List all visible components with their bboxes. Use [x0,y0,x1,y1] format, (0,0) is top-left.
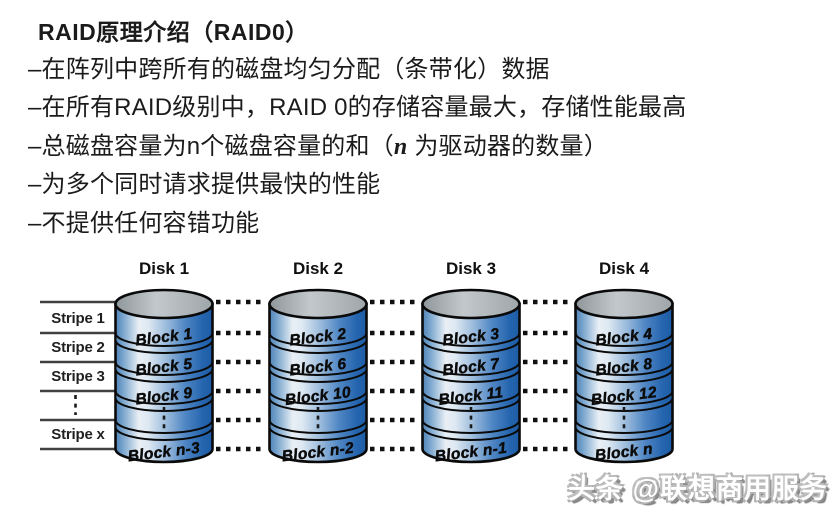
bullet-math: n [393,133,408,160]
disk-1-band-separator [114,361,214,383]
disk-3-band-separator [421,332,521,354]
bullet-text: –不提供任何容错功能 [28,209,260,237]
stripe-1-label: Stripe 1 [51,310,104,327]
bullet-text: –总磁盘容量为n个磁盘容量的和（ [28,132,394,160]
disk-1-band-separator [114,332,214,354]
disk-3-band-separator [421,390,521,412]
bullet-line: –总磁盘容量为n个磁盘容量的和（n 为驱动器的数量） [28,128,686,166]
disk-3-label: Disk 3 [446,259,496,278]
disk-4-band-separator [574,361,674,383]
raid0-striping-diagram: Stripe 1 Stripe 2 Stripe 3 Stripe x Disk… [40,259,674,466]
disk-2-band-separator [268,361,368,383]
bullet-line: –在阵列中跨所有的磁盘均匀分配（条带化）数据 [28,51,686,89]
disk-3-band-separator [421,361,521,383]
stripe-2-label: Stripe 2 [51,339,104,356]
disk-4: Disk 4 Block 4 Block 8 Block 12 Block n [574,259,674,465]
watermark: 头条 @联想商用服务 [568,474,828,504]
disk-2: Disk 2 Block 2 Block 6 Block 10 Block n-… [268,259,368,466]
bullet-line: –不提供任何容错功能 [28,205,686,243]
disk-1-band-separator [114,419,214,441]
disk-3-band-separator [421,419,521,441]
disk-2-band-separator [268,390,368,412]
disk-3-top-cap [421,288,521,320]
disk-2-label: Disk 2 [293,259,343,278]
disk-1-band-separator [114,390,214,412]
bullet-text: –在所有RAID级别中，RAID 0的存储容量最大，存储性能最高 [28,94,687,122]
disk-4-band-separator [574,332,674,354]
disk-4-band-separator [574,390,674,412]
disk-2-block-label: Block 6 [288,356,347,380]
bullet-list: –在阵列中跨所有的磁盘均匀分配（条带化）数据 –在所有RAID级别中，RAID … [28,51,686,243]
disk-2-band-separator [268,419,368,441]
bullet-line: –在所有RAID级别中，RAID 0的存储容量最大，存储性能最高 [28,89,686,127]
disk-2-top-cap [268,288,368,320]
page-title: RAID原理介绍（RAID0） [38,19,309,45]
disk-1-top-cap [114,288,214,320]
disk-1: Disk 1 Block 1 Block 5 Block 9 Block n-3 [114,259,214,466]
bullet-text: 为驱动器的数量） [407,132,608,160]
bullet-text: –在阵列中跨所有的磁盘均匀分配（条带化）数据 [28,56,550,83]
disk-4-top-cap [574,288,674,320]
disk-4-label: Disk 4 [599,259,650,278]
stripe-connector-dots [216,299,572,452]
bullet-text: –为多个同时请求提供最快的性能 [28,171,381,199]
disk-4-band-separator [574,419,674,441]
bullet-line: –为多个同时请求提供最快的性能 [28,166,686,204]
disk-3: Disk 3 Block 3 Block 7 Block 11 Block n-… [421,259,521,466]
stripe-x-label: Stripe x [51,426,105,443]
stripe-3-label: Stripe 3 [51,368,104,385]
disk-2-band-separator [268,332,368,354]
stripe-scale: Stripe 1 Stripe 2 Stripe 3 Stripe x [40,300,115,451]
disk-1-label: Disk 1 [139,259,189,278]
